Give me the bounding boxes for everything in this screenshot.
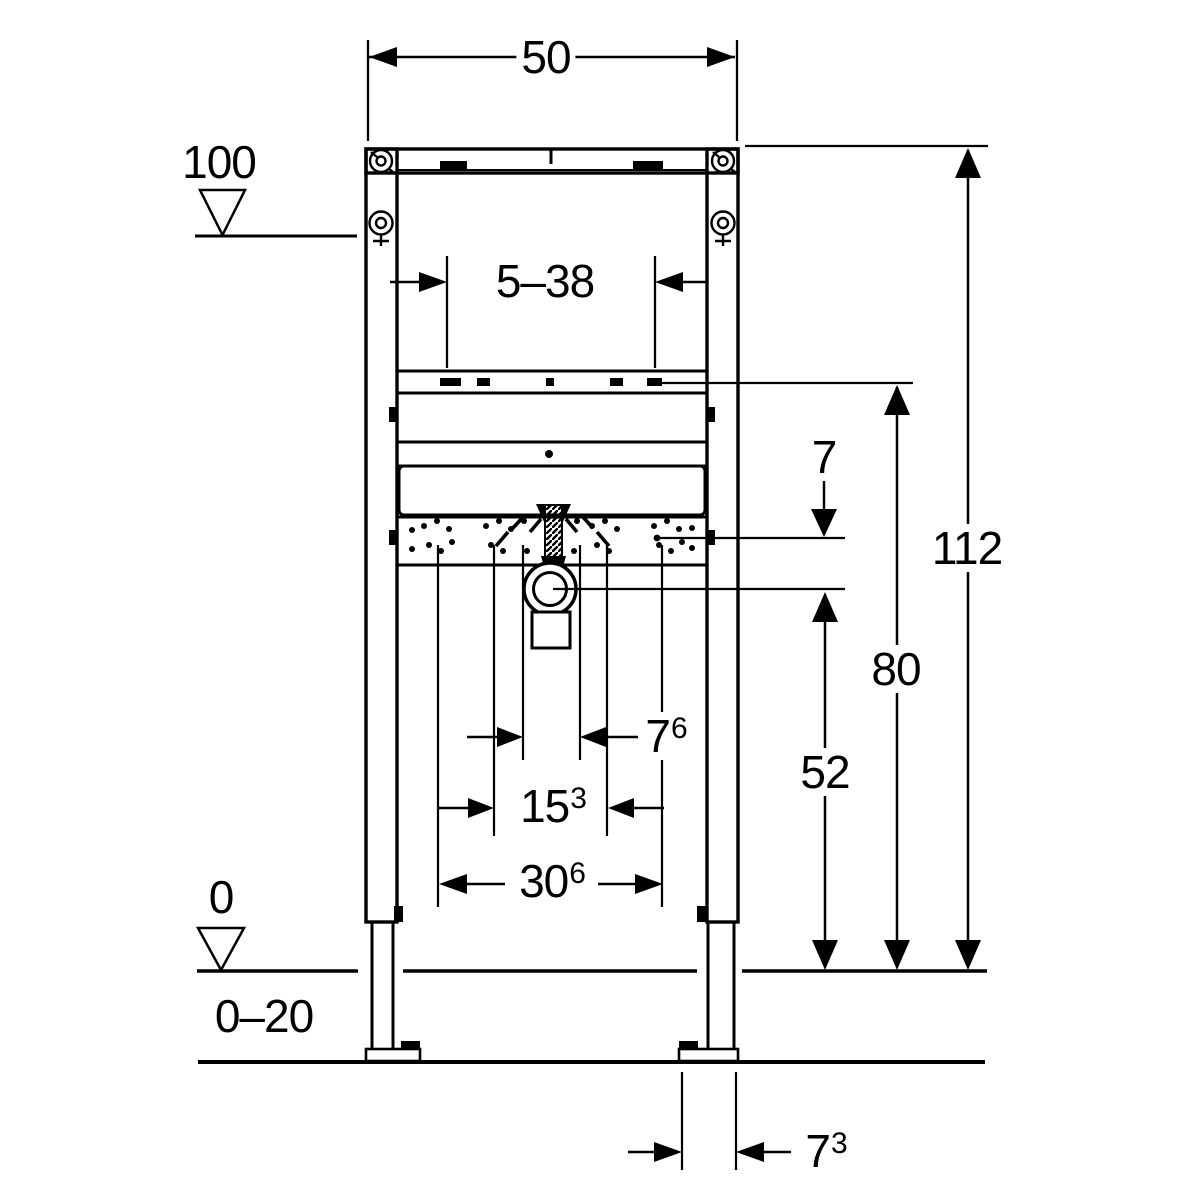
arrow-left-icon — [439, 874, 467, 894]
arrow-left-icon — [369, 47, 397, 67]
arrow-right-icon — [497, 727, 523, 747]
arrow-down-icon — [955, 940, 981, 970]
arrow-up-icon — [812, 592, 838, 622]
arrow-down-icon — [812, 940, 838, 970]
dim-label-foot-7-3: 73 — [800, 1127, 852, 1175]
dimension-offset-7 — [657, 478, 845, 540]
level-marker-0-icon — [195, 926, 247, 973]
arrow-left-icon — [580, 727, 606, 747]
corner-screw-icon — [368, 148, 394, 174]
arrow-up-icon — [955, 148, 981, 178]
plate-hatch-marks — [494, 514, 611, 548]
arrow-right-icon — [654, 1142, 682, 1162]
dim-label-span-15-3: 153 — [515, 782, 591, 830]
arrow-right-icon — [419, 272, 447, 292]
mounting-rail-slots — [440, 378, 662, 386]
left-leg — [364, 906, 422, 1063]
center-dot — [545, 450, 553, 458]
plate-perforations — [409, 518, 695, 554]
arrow-down-icon — [884, 940, 910, 970]
dim-label-width-50: 50 — [516, 33, 576, 81]
dimension-span-7-6 — [467, 727, 638, 747]
arrow-left-icon — [736, 1142, 764, 1162]
dim-label-range-5-38: 5–38 — [490, 257, 600, 305]
dim-label-offset-7: 7 — [806, 433, 842, 481]
frame-structure — [364, 147, 740, 1063]
dim-label-span-30-6: 306 — [514, 857, 590, 905]
dim-label-height-80: 80 — [866, 645, 926, 693]
arrow-up-icon — [884, 385, 910, 415]
drain-trap-body — [530, 610, 572, 650]
dimension-foot-7-3 — [628, 1072, 791, 1170]
dimension-span-15-3 — [438, 798, 664, 818]
dim-label-floor-0-20: 0–20 — [209, 992, 319, 1040]
plate-extension-lines — [436, 545, 664, 907]
dim-label-height-112: 112 — [926, 524, 1008, 572]
dimension-span-30-6 — [439, 874, 663, 894]
dim-label-height-52: 52 — [795, 748, 855, 796]
level-label-100: 100 — [177, 138, 261, 186]
wall-anchor-screw-icon — [368, 210, 394, 246]
arrow-right-icon — [468, 798, 494, 818]
level-marker-100-icon — [195, 188, 357, 238]
top-bar-tab — [633, 161, 663, 170]
wall-anchor-screw-icon — [710, 210, 736, 246]
drain-elbow — [522, 561, 578, 650]
level-label-0: 0 — [203, 873, 239, 921]
arrow-left-icon — [655, 272, 683, 292]
dimension-width-50 — [366, 40, 739, 141]
corner-screw-icon — [710, 148, 736, 174]
arrow-down-icon — [811, 509, 837, 537]
dim-label-span-7-6: 76 — [640, 712, 692, 760]
arrow-left-icon — [608, 798, 634, 818]
dimension-range-5-38 — [390, 256, 708, 368]
top-bar-tab — [440, 161, 467, 170]
right-leg — [677, 906, 740, 1063]
upper-crossbar — [395, 391, 709, 444]
arrow-right-icon — [707, 47, 735, 67]
arrow-right-icon — [635, 874, 663, 894]
